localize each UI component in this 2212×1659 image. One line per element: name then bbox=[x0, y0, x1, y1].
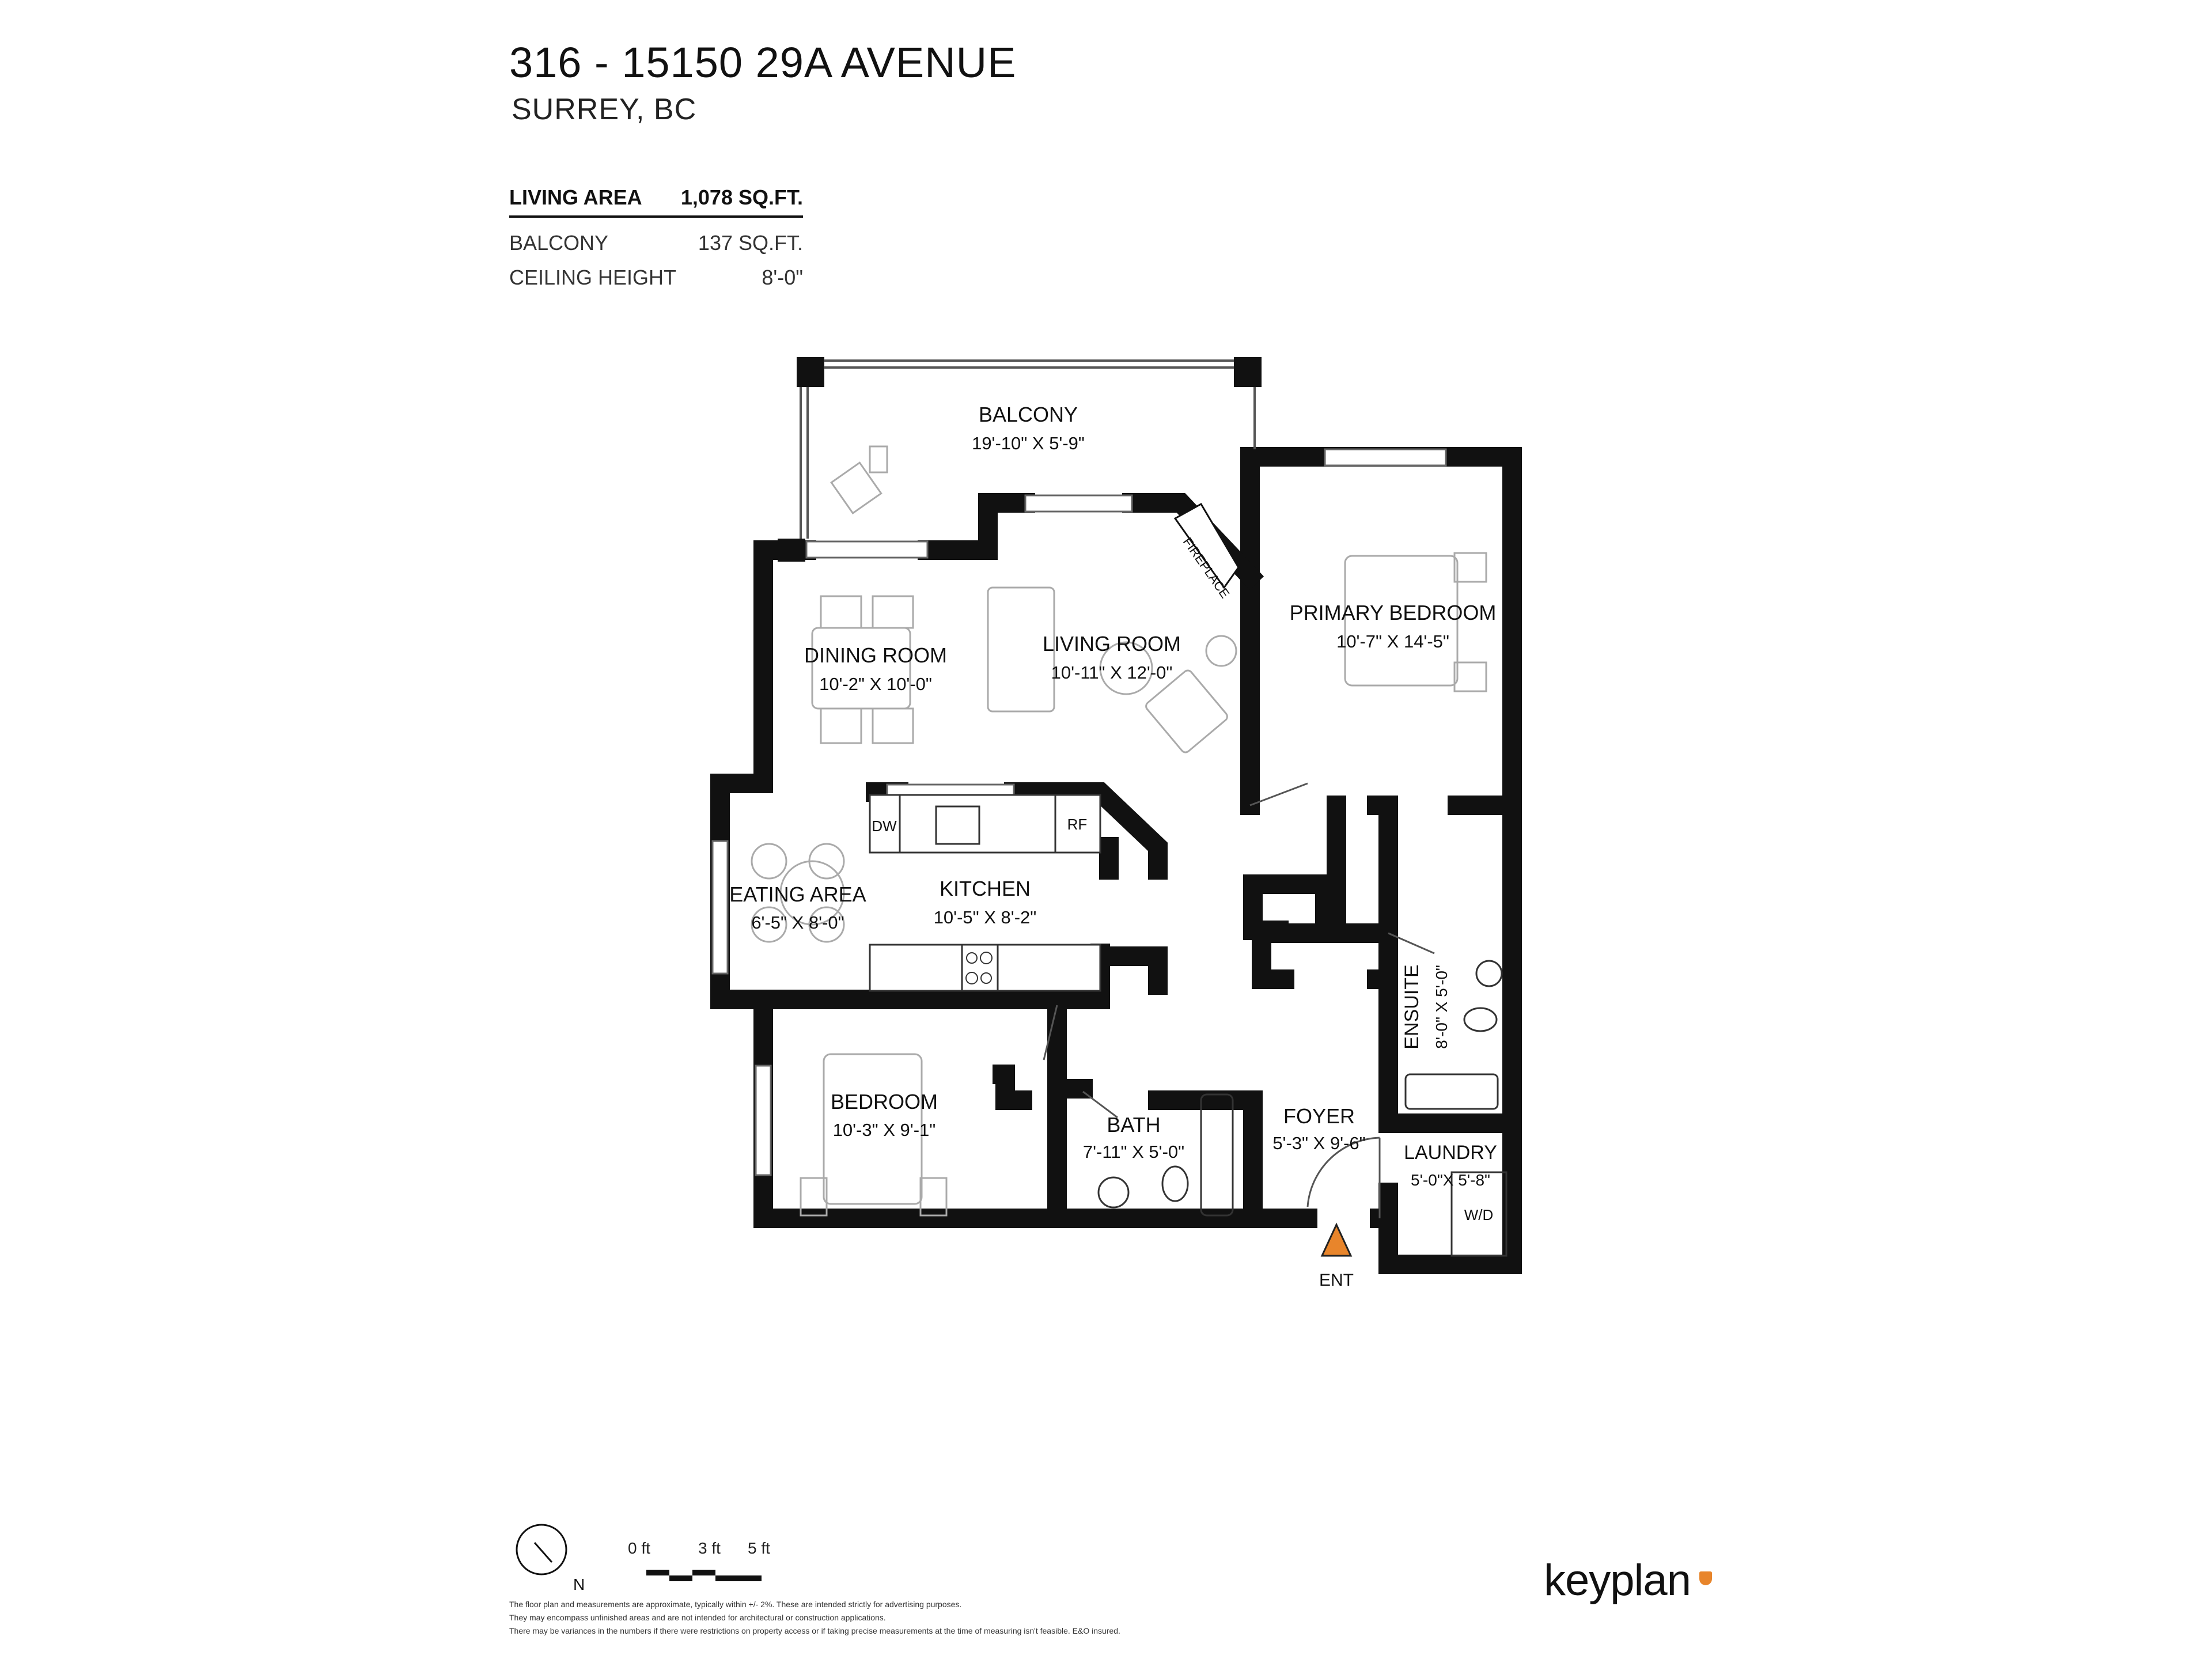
property-address: 316 - 15150 29A AVENUE bbox=[509, 39, 1017, 86]
ceiling-height-value: 8'-0" bbox=[762, 266, 803, 289]
entrance-arrow-icon bbox=[1320, 1222, 1353, 1257]
bath-fixtures bbox=[1097, 960, 1508, 1257]
fireplace bbox=[1173, 502, 1240, 589]
room-laundry-name: LAUNDRY bbox=[1404, 1142, 1497, 1164]
room-primary-bedroom-name: PRIMARY BEDROOM bbox=[1290, 601, 1497, 624]
cooktop-burners bbox=[965, 952, 993, 984]
room-eating-area-dims: 6'-5" X 8'-0" bbox=[751, 912, 844, 933]
room-bedroom-dims: 10'-3" X 9'-1" bbox=[833, 1120, 936, 1140]
living-area-value: 1,078 SQ.FT. bbox=[680, 185, 803, 209]
disclaimer-line-3: There may be variances in the numbers if… bbox=[509, 1626, 1120, 1635]
ceiling-height-label: CEILING HEIGHT bbox=[509, 266, 677, 289]
living-area-label: LIVING AREA bbox=[509, 185, 642, 209]
room-laundry-dims: 5'-0"X 5'-8" bbox=[1411, 1171, 1490, 1189]
room-living-dims: 10'-11" X 12'-0" bbox=[1051, 662, 1173, 683]
room-ensuite-name: ENSUITE bbox=[1401, 964, 1423, 1049]
scale-label-0: 0 ft bbox=[628, 1539, 650, 1557]
disclaimer-line-2: They may encompass unfinished areas and … bbox=[509, 1613, 886, 1622]
balcony-area-value: 137 SQ.FT. bbox=[698, 231, 803, 255]
room-balcony-name: BALCONY bbox=[979, 403, 1078, 426]
room-foyer-dims: 5'-3" X 9'-6" bbox=[1272, 1133, 1365, 1153]
door-swings bbox=[1043, 782, 1435, 1218]
disclaimer-line-1: The floor plan and measurements are appr… bbox=[509, 1600, 962, 1609]
balcony-area-label: BALCONY bbox=[509, 231, 609, 255]
disclaimer: The floor plan and measurements are appr… bbox=[509, 1598, 1120, 1638]
refrigerator-label: RF bbox=[1067, 816, 1088, 833]
room-dining-name: DINING ROOM bbox=[804, 643, 947, 667]
balcony-railing bbox=[800, 359, 1256, 539]
balcony-columns bbox=[778, 357, 1262, 562]
keyplan-fox-icon bbox=[1699, 1571, 1712, 1585]
area-stats-table: LIVING AREA 1,078 SQ.FT. BALCONY 137 SQ.… bbox=[509, 180, 803, 295]
scale-label-5: 5 ft bbox=[748, 1539, 770, 1557]
room-ensuite-dims: 8'-0" X 5'-0" bbox=[1433, 965, 1450, 1049]
living-area-row: LIVING AREA 1,078 SQ.FT. bbox=[509, 180, 803, 218]
room-primary-bedroom-dims: 10'-7" X 14'-5" bbox=[1336, 631, 1449, 652]
ceiling-height-row: CEILING HEIGHT 8'-0" bbox=[509, 260, 803, 295]
dishwasher-label: DW bbox=[872, 817, 897, 835]
room-bath-name: BATH bbox=[1107, 1113, 1160, 1137]
room-bath-dims: 7'-11" X 5'-0" bbox=[1083, 1142, 1184, 1162]
washer-dryer-label: W/D bbox=[1464, 1206, 1494, 1224]
windows bbox=[711, 448, 1447, 1176]
north-arrow-icon bbox=[516, 1524, 567, 1575]
room-kitchen-dims: 10'-5" X 8'-2" bbox=[934, 907, 1037, 927]
room-bedroom-name: BEDROOM bbox=[831, 1090, 938, 1113]
room-living-name: LIVING ROOM bbox=[1043, 632, 1181, 656]
balcony-area-row: BALCONY 137 SQ.FT. bbox=[509, 226, 803, 260]
scale-bar bbox=[646, 1570, 762, 1581]
room-dining-dims: 10'-2" X 10'-0" bbox=[819, 674, 932, 694]
scale-label-3: 3 ft bbox=[698, 1539, 721, 1557]
property-city: SURREY, BC bbox=[512, 93, 697, 126]
room-foyer-name: FOYER bbox=[1283, 1104, 1355, 1128]
keyplan-logo: keyplan bbox=[1544, 1556, 1691, 1605]
room-balcony-dims: 19'-10" X 5'-9" bbox=[972, 433, 1085, 453]
room-eating-area-name: EATING AREA bbox=[729, 882, 866, 906]
entrance-label: ENT bbox=[1319, 1271, 1354, 1290]
furniture bbox=[751, 445, 1487, 1217]
room-kitchen-name: KITCHEN bbox=[940, 877, 1031, 900]
north-label: N bbox=[573, 1575, 585, 1593]
